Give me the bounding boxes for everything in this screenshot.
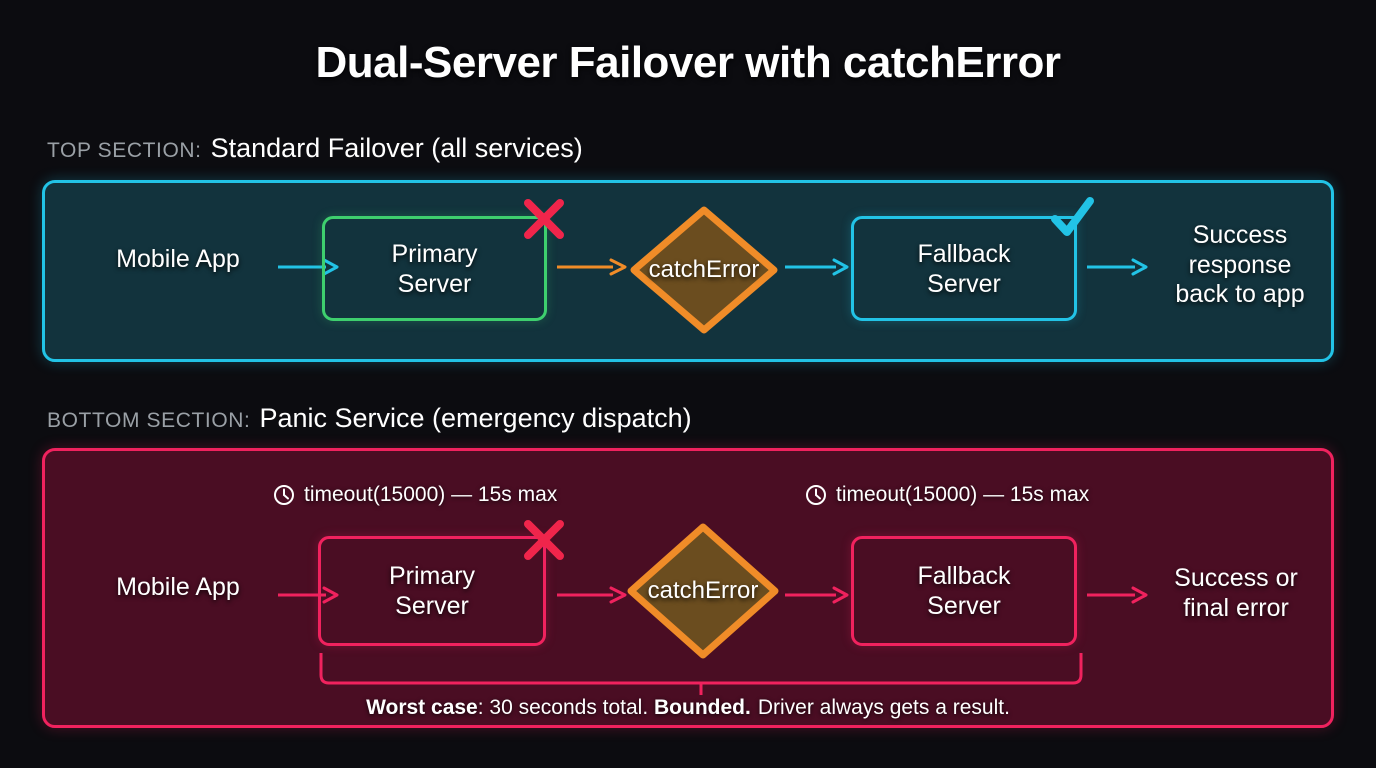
top-source-label: Mobile App: [116, 245, 240, 273]
top-arrow-primary-to-catcherror: [557, 256, 629, 278]
worst-case-tail: Driver always gets a result.: [757, 696, 1010, 719]
clock-icon: [805, 484, 827, 506]
bottom-source-label: Mobile App: [116, 573, 240, 601]
top-primary-server-box: Primary Server: [322, 216, 547, 321]
bottom-section-title: Panic Service (emergency dispatch): [259, 403, 692, 433]
bottom-catcherror-label: catchError: [647, 577, 759, 604]
top-section-header: TOP SECTION: Standard Failover (all serv…: [47, 133, 583, 164]
bottom-primary-server-box: Primary Server: [318, 536, 546, 646]
bottom-arrow-primary-to-catcherror: [557, 584, 629, 606]
bottom-fallback-server-box: Fallback Server: [851, 536, 1077, 646]
top-arrow-source-to-primary: [278, 256, 340, 278]
bottom-primary-fail-x-icon: [518, 514, 570, 571]
worst-case-caption: Worst case: 30 seconds total. Bounded. Dr…: [45, 696, 1331, 720]
timeout-text-fallback: timeout(15000) — 15s max: [836, 483, 1090, 506]
top-arrow-fallback-to-outcome: [1087, 256, 1149, 278]
top-catcherror-label: catchError: [648, 256, 760, 283]
timeout-label-fallback: timeout(15000) — 15s max: [805, 483, 1089, 507]
top-arrow-catcherror-to-fallback: [785, 256, 851, 278]
top-fallback-server-box: Fallback Server: [851, 216, 1077, 321]
top-primary-fail-x-icon: [518, 193, 570, 250]
bottom-section-kicker: BOTTOM SECTION:: [47, 409, 251, 432]
top-section-kicker: TOP SECTION:: [47, 139, 202, 162]
worst-case-bracket: [317, 649, 1085, 702]
page-title: Dual-Server Failover with catchError: [315, 38, 1061, 87]
bottom-section-header: BOTTOM SECTION: Panic Service (emergency…: [47, 403, 692, 434]
top-outcome-label: Success response back to app: [1175, 221, 1305, 308]
worst-case-lead-tail: : 30 seconds total.: [477, 696, 655, 719]
timeout-text-primary: timeout(15000) — 15s max: [304, 483, 558, 506]
bottom-outcome-label: Success or final error: [1174, 564, 1298, 622]
top-section-title: Standard Failover (all services): [210, 133, 583, 163]
worst-case-lead: Worst case: [366, 696, 478, 719]
clock-icon: [273, 484, 295, 506]
top-catcherror-diamond: catchError: [630, 206, 778, 334]
bottom-arrow-fallback-to-outcome: [1087, 584, 1149, 606]
worst-case-emphasis: Bounded.: [654, 696, 751, 719]
top-fallback-check-icon: [1045, 191, 1099, 248]
bottom-arrow-catcherror-to-fallback: [785, 584, 851, 606]
standard-failover-panel: Mobile App Primary Server catchError: [42, 180, 1334, 362]
timeout-label-primary: timeout(15000) — 15s max: [273, 483, 557, 507]
panic-service-panel: timeout(15000) — 15s max timeout(15000) …: [42, 448, 1334, 728]
bottom-catcherror-diamond: catchError: [627, 523, 779, 659]
